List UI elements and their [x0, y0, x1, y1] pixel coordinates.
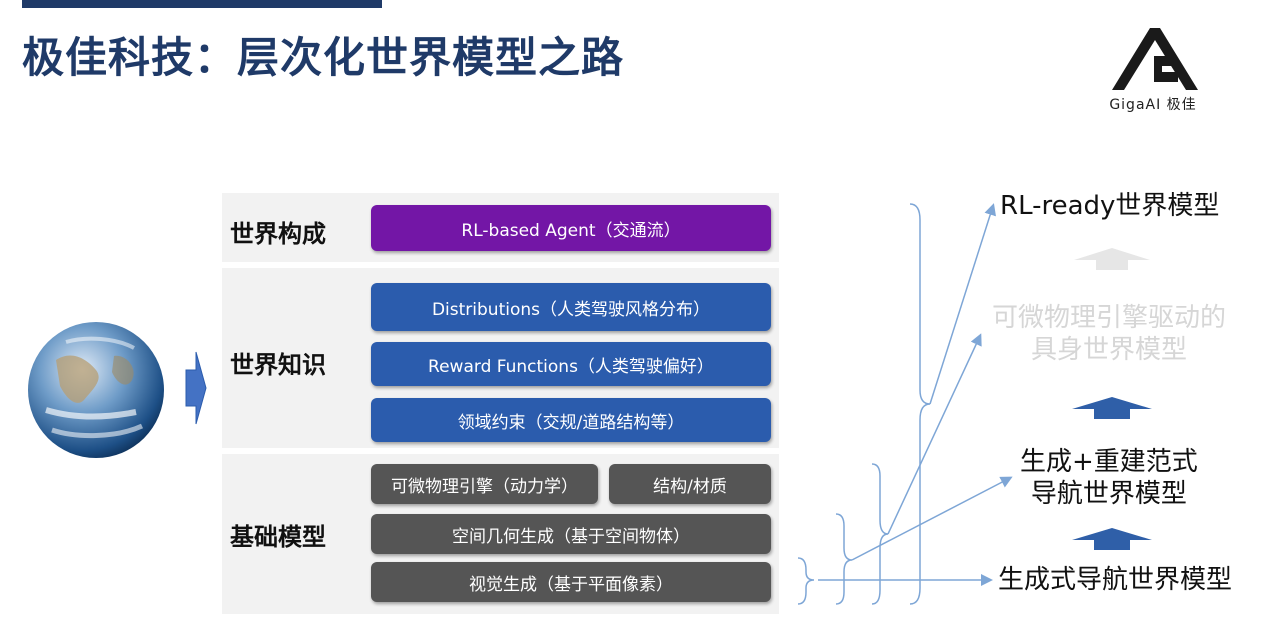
level-gen-recon-line2: 导航世界模型: [1030, 479, 1187, 509]
brace-icon: [835, 513, 853, 605]
up-arrow-icon: [1072, 528, 1152, 550]
row-label-foundation-model: 基础模型: [230, 523, 326, 551]
spatial-geometry-box: 空间几何生成（基于空间物体）: [371, 514, 771, 554]
row-label-world-composition: 世界构成: [230, 220, 326, 248]
up-arrow-icon: [1072, 397, 1152, 419]
physics-engine-box: 可微物理引擎（动力学）: [371, 464, 598, 504]
rl-agent-box: RL-based Agent（交通流）: [371, 205, 771, 251]
level-embodied-line2: 具身世界模型: [1031, 335, 1188, 365]
logo-mark-icon: [1112, 28, 1198, 90]
level-embodied-line1: 可微物理引擎驱动的: [992, 303, 1227, 333]
level-generative-navigation-model: 生成式导航世界模型: [998, 565, 1233, 595]
level-gen-recon-line1: 生成+重建范式: [1020, 447, 1198, 477]
logo-text: GigaAI 极佳: [1109, 97, 1197, 113]
company-logo: GigaAI 极佳: [1088, 26, 1228, 126]
slide-title: 极佳科技：层次化世界模型之路: [22, 33, 625, 82]
right-arrow-icon: [185, 351, 207, 425]
brace-icon: [871, 463, 889, 605]
level-generative-reconstruction-model: 生成+重建范式 导航世界模型: [1020, 446, 1198, 510]
level-rl-ready-world-model: RL-ready世界模型: [1000, 191, 1220, 221]
earth-image: [28, 322, 164, 458]
distributions-box: Distributions（人类驾驶风格分布）: [371, 283, 771, 331]
visual-generation-box: 视觉生成（基于平面像素）: [371, 562, 771, 602]
domain-constraints-box: 领域约束（交规/道路结构等）: [371, 398, 771, 442]
reward-functions-box: Reward Functions（人类驾驶偏好）: [371, 342, 771, 386]
structure-material-box: 结构/材质: [609, 464, 771, 504]
brace-icon: [797, 557, 815, 605]
row-label-world-knowledge: 世界知识: [230, 351, 326, 379]
brace-icon: [909, 203, 931, 605]
top-accent-bar: [22, 0, 382, 8]
up-arrow-icon: [1074, 248, 1150, 270]
level-embodied-world-model: 可微物理引擎驱动的 具身世界模型: [992, 302, 1226, 366]
